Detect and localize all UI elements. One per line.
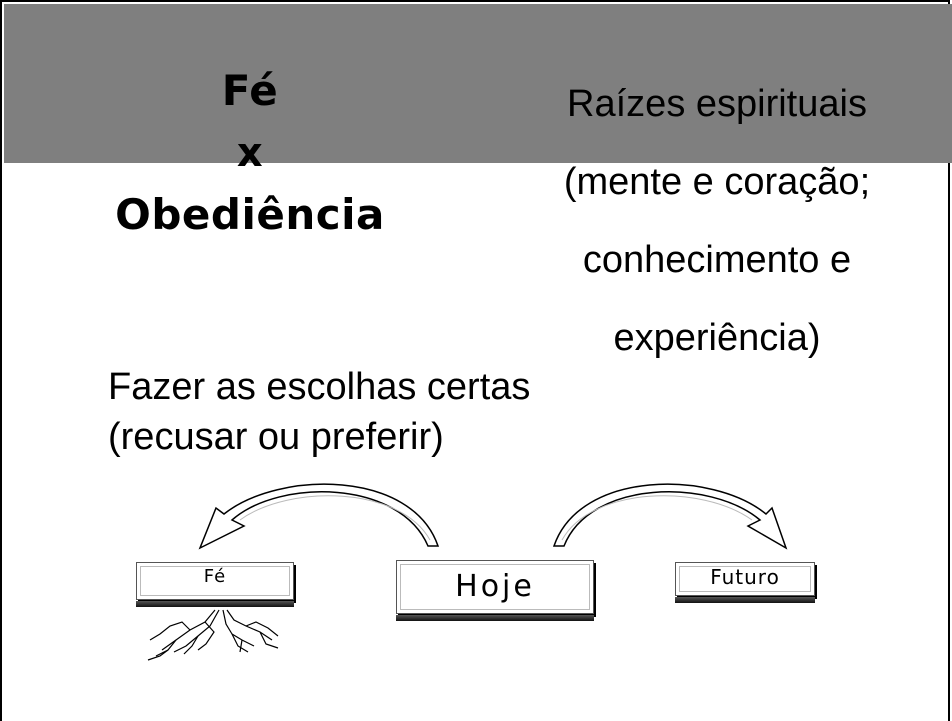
- roots-line: Raízes espirituais: [567, 83, 867, 125]
- spiritual-roots-text: Raízes espirituais (mente e coração; con…: [522, 65, 912, 377]
- choices-line: (recusar ou preferir): [108, 416, 444, 458]
- key-today: Hoje: [396, 560, 594, 621]
- roots-icon: [147, 609, 279, 661]
- key-today-label: Hoje: [455, 569, 535, 604]
- roots-line: experiência): [613, 317, 821, 359]
- roots-line: conhecimento e: [582, 239, 852, 281]
- key-future: Futuro: [675, 562, 815, 603]
- header-band: [4, 4, 952, 163]
- roots-line: (mente e coração;: [563, 161, 871, 203]
- title-line-obedience: Obediência: [115, 190, 385, 239]
- curved-arrow-left-icon: [198, 483, 440, 550]
- key-future-label: Futuro: [710, 565, 780, 589]
- title-line-faith: Fé: [221, 66, 279, 115]
- title-line-versus: x: [236, 130, 264, 176]
- key-faith: Fé: [136, 562, 294, 607]
- key-faith-label: Fé: [203, 566, 227, 587]
- choices-line: Fazer as escolhas certas: [108, 366, 531, 408]
- slide-title: Fé x Obediência: [100, 60, 400, 246]
- choices-text: Fazer as escolhas certas (recusar ou pre…: [108, 362, 530, 462]
- curved-arrow-right-icon: [552, 483, 788, 550]
